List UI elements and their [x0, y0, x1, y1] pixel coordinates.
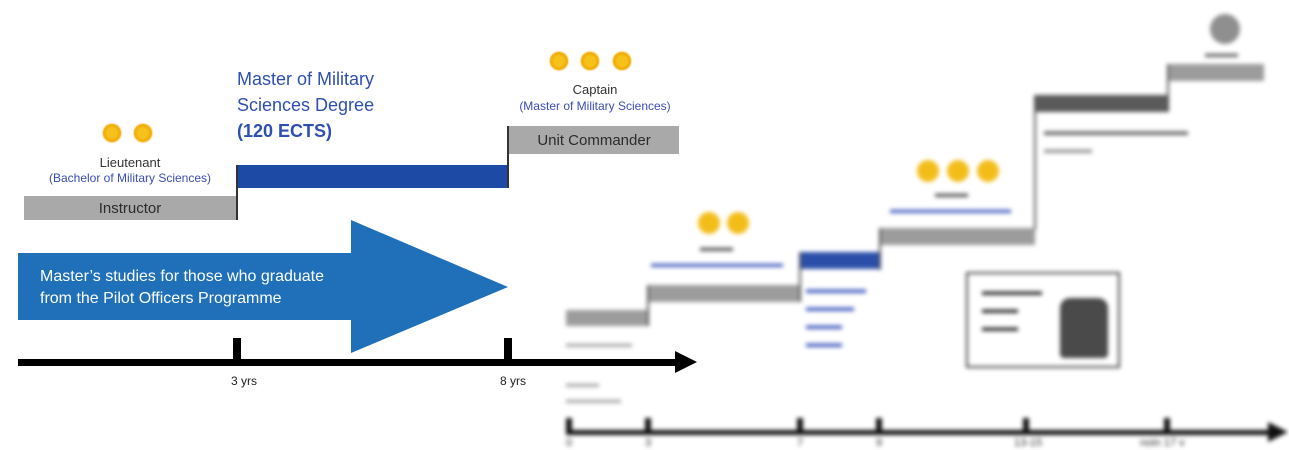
timeline-tick-label-8yrs: 8 yrs: [500, 374, 527, 388]
blurred-bar: [566, 310, 648, 326]
blurred-bar: [648, 285, 800, 302]
blurred-tick: [1164, 418, 1170, 432]
blurred-tick-label: noin 17 v: [1140, 437, 1185, 449]
studies-arrow-shape: [18, 220, 508, 353]
blurred-tick-label: 7: [797, 437, 804, 449]
blurred-tick: [876, 418, 882, 432]
star-icon: [581, 52, 599, 70]
photo-image: [1060, 298, 1108, 358]
blurred-bar: [1168, 64, 1264, 81]
timeline-tick-8yrs: [504, 338, 512, 360]
blurred-tick: [1023, 418, 1029, 432]
degree-title-line2: Sciences Degree: [237, 95, 375, 115]
blurred-rank-label: ▬▬▬: [935, 188, 968, 200]
blurred-blue-bar: [800, 252, 880, 269]
blurred-timeline-axis: [566, 430, 1271, 435]
unit-commander-bar: Unit Commander: [509, 126, 679, 154]
blurred-rank-subtitle: ▬▬▬▬▬▬▬▬▬▬▬: [890, 204, 1011, 216]
unit-commander-label: Unit Commander: [537, 131, 651, 149]
timeline-axis: [18, 359, 680, 366]
timeline-tick-3yrs: [233, 338, 241, 360]
blurred-step-line: [647, 285, 649, 326]
blurred-tick: [797, 418, 803, 432]
star-icon: [103, 124, 121, 142]
studies-arrow-text: Master’s studies for those who graduate …: [40, 266, 324, 310]
blurred-step-line: [1034, 95, 1036, 230]
lieutenant-title: Lieutenant: [99, 155, 161, 170]
blurred-step-line: [799, 252, 801, 302]
blurred-degree-text: ▬▬▬: [566, 378, 599, 390]
studies-arrow-text-line1: Master’s studies for those who graduate: [40, 268, 325, 285]
blurred-tick-label: 9: [876, 437, 883, 449]
blurred-tick-label: 0: [566, 437, 573, 449]
blurred-degree-text: ▬▬▬▬▬: [806, 282, 866, 296]
photo-box-text: ▬▬▬: [982, 302, 1018, 316]
captain-subtitle: (Master of Military Sciences): [519, 99, 671, 113]
blurred-rank-subtitle: ▬▬▬▬▬▬▬▬▬▬▬▬: [651, 258, 783, 270]
blurred-tick: [566, 418, 572, 432]
instructor-bar: Instructor: [24, 196, 236, 220]
star-icon: [613, 52, 631, 70]
studies-arrow: [18, 220, 508, 353]
lieutenant-subtitle: (Bachelor of Military Sciences): [48, 171, 212, 185]
rank-insignia-icon: [1210, 14, 1240, 44]
degree-title: Master of Military Sciences Degree (120 …: [237, 66, 374, 144]
step-connector-line: [507, 126, 509, 188]
blurred-tick: [645, 418, 651, 432]
blurred-degree-text: ▬▬▬▬▬▬▬▬▬▬▬▬: [1044, 124, 1188, 138]
blurred-degree-text: ▬▬▬▬▬▬: [566, 338, 632, 350]
star-icon: [134, 124, 152, 142]
degree-title-line1: Master of Military: [237, 69, 375, 89]
timeline-arrowhead: [675, 351, 697, 373]
blurred-rank-label: ▬▬▬: [1205, 48, 1238, 60]
blurred-rank-label: ▬▬▬: [700, 242, 733, 254]
blurred-tick-label: 3: [645, 437, 652, 449]
blurred-step-line: [1167, 64, 1169, 112]
star-icon: [917, 160, 939, 182]
blurred-tick-label: 13-15: [1014, 437, 1043, 449]
photo-box-text: ▬▬▬▬▬: [982, 284, 1042, 298]
blurred-bar: [880, 228, 1035, 245]
blurred-degree-text: ▬▬▬▬: [1044, 142, 1092, 156]
blurred-degree-text: ▬▬▬: [806, 336, 842, 350]
star-icon: [727, 212, 749, 234]
degree-bar: [238, 165, 508, 188]
blurred-degree-text: ▬▬▬▬▬: [566, 394, 621, 406]
photo-box-text: ▬▬▬: [982, 320, 1018, 334]
captain-title: Captain: [572, 82, 618, 97]
blurred-timeline-arrowhead: [1268, 422, 1288, 442]
blurred-degree-text: ▬▬▬▬: [806, 300, 854, 314]
blurred-step-line: [879, 228, 881, 270]
instructor-label: Instructor: [98, 199, 162, 217]
star-icon: [977, 160, 999, 182]
step-connector-line: [236, 165, 238, 220]
timeline-tick-label-3yrs: 3 yrs: [231, 374, 258, 388]
star-icon: [698, 212, 720, 234]
star-icon: [947, 160, 969, 182]
blurred-degree-text: ▬▬▬: [806, 318, 842, 332]
blurred-bar: [1035, 95, 1168, 112]
studies-arrow-text-line2: from the Pilot Officers Programme: [40, 290, 282, 307]
star-icon: [550, 52, 568, 70]
degree-ects: (120 ECTS): [237, 121, 333, 141]
